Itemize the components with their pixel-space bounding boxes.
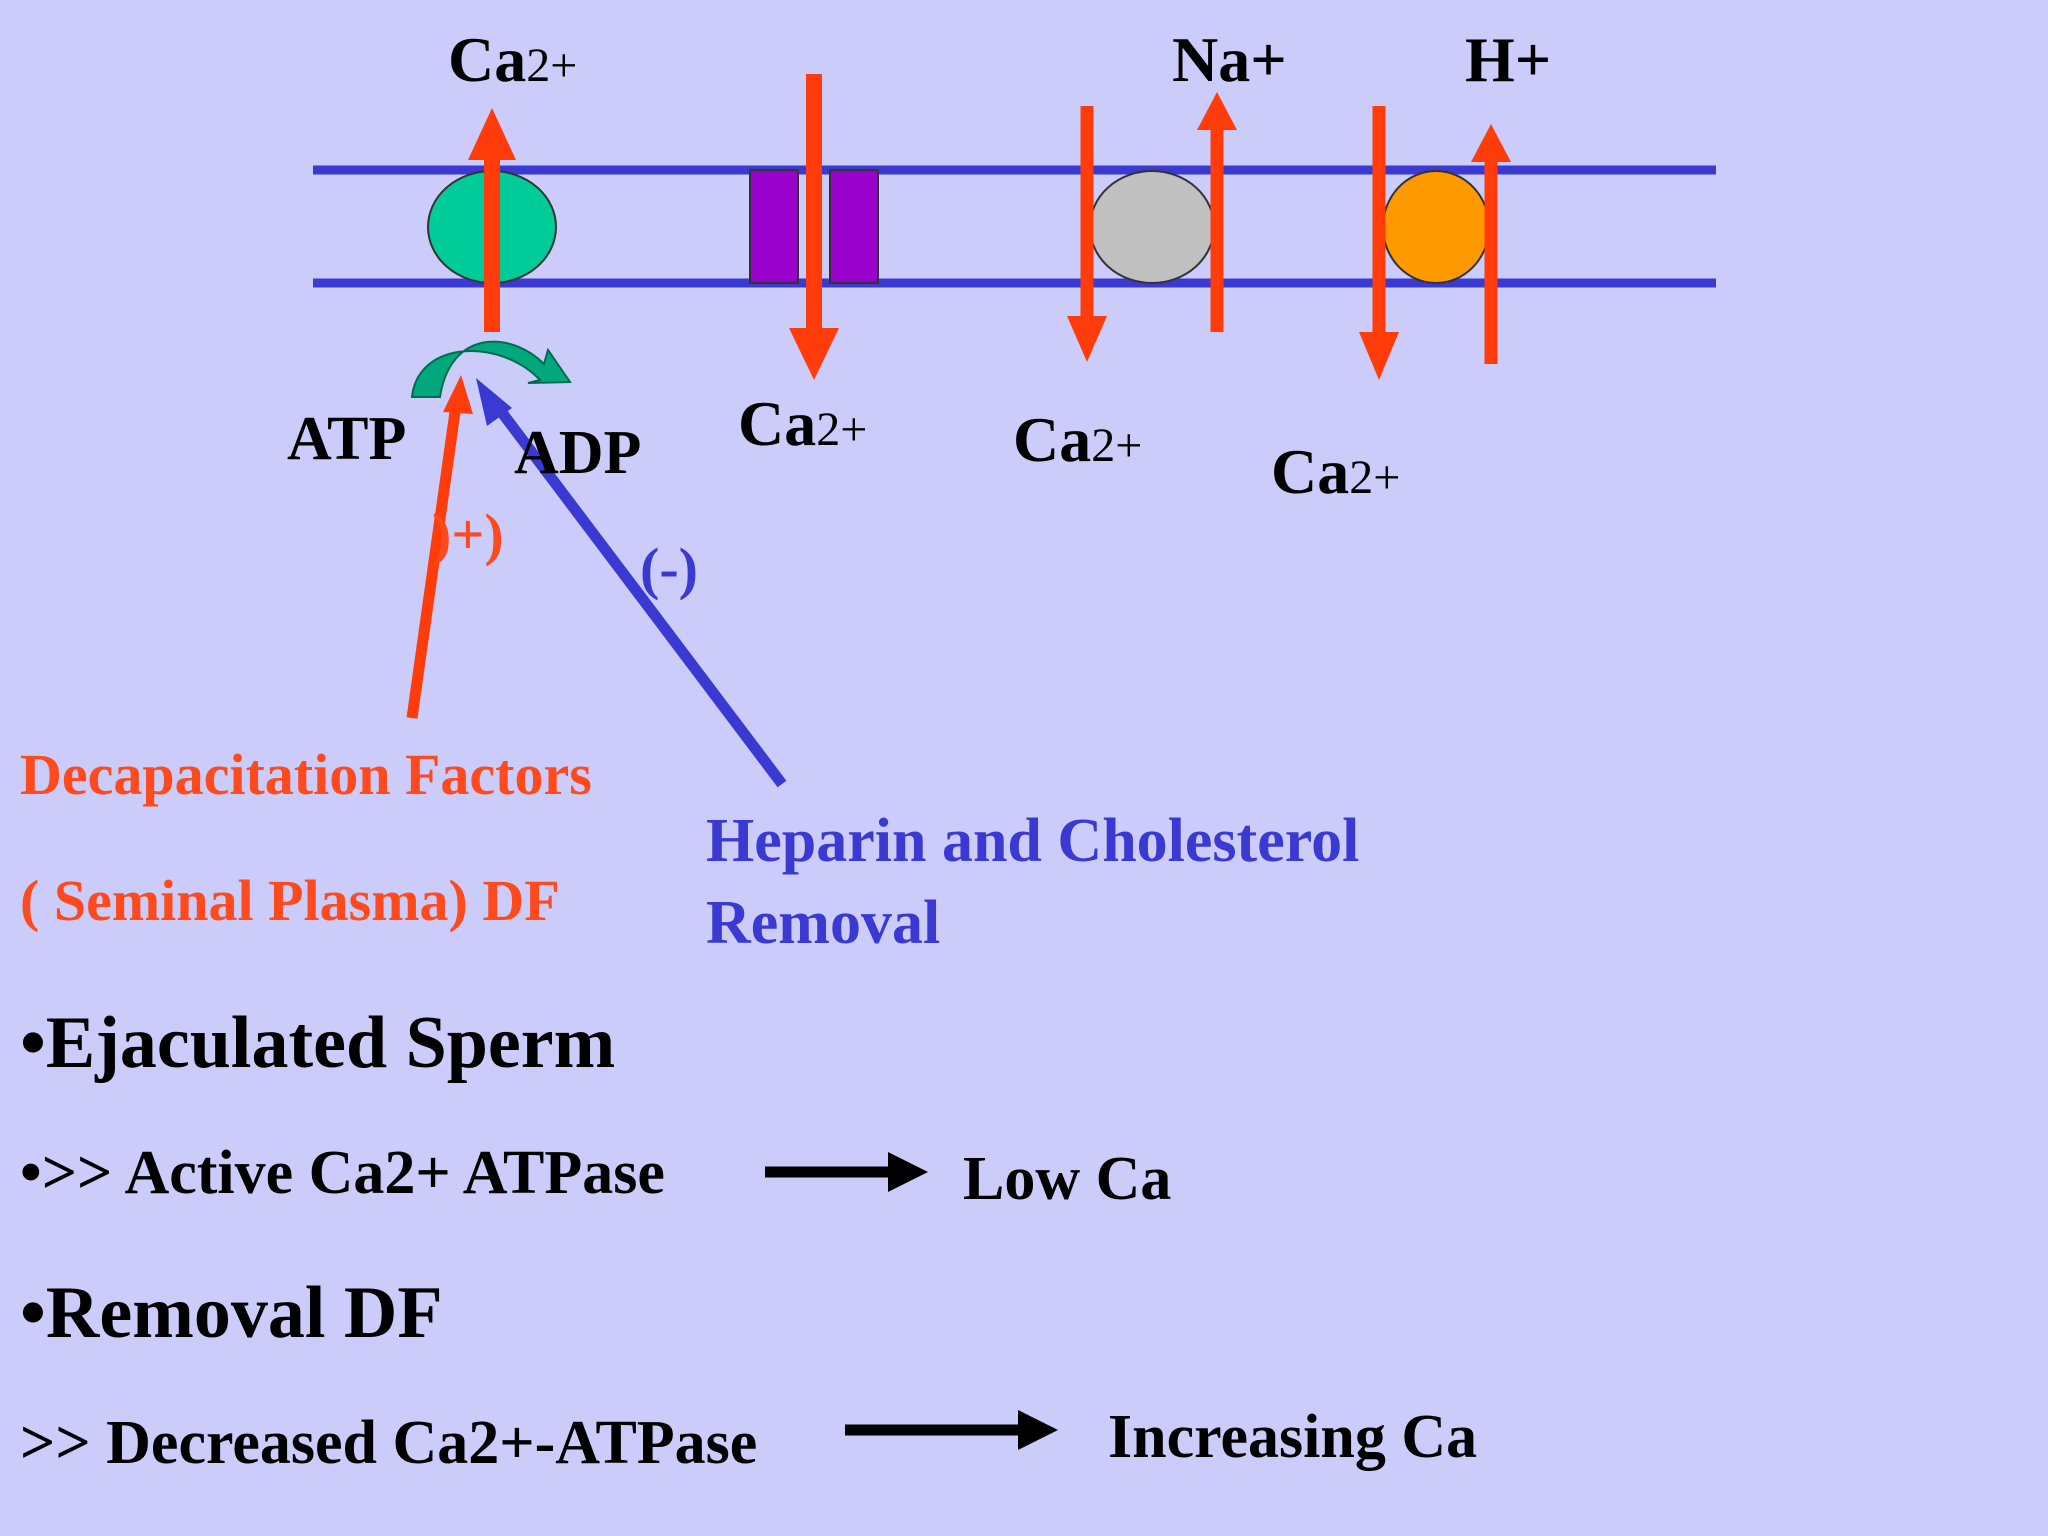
na-ca-exchanger <box>1089 170 1215 284</box>
bottom-ca-1-main: Ca <box>738 388 817 459</box>
atp-label: ATP <box>287 405 407 473</box>
h-label: H+ <box>1465 24 1552 95</box>
top-ca-main: Ca <box>448 24 527 95</box>
bottom-ca-label-h-exchanger: Ca2+ <box>1271 440 1400 504</box>
bottom-ca-3-charge: 2+ <box>1349 451 1401 504</box>
inhibition-arrow <box>495 406 787 788</box>
stimulation-arrowhead <box>443 375 473 414</box>
bottom-ca-label-na-exchanger: Ca2+ <box>1013 408 1142 472</box>
h-ca-exchanger <box>1382 170 1490 284</box>
removal-label: Removal <box>706 889 941 957</box>
decapacitation-factors-label: Decapacitation Factors <box>20 742 592 807</box>
low-ca-arrowhead <box>888 1152 928 1192</box>
bottom-ca-2-main: Ca <box>1013 404 1092 475</box>
ca-influx-arrowhead <box>789 328 839 380</box>
na-label: Na+ <box>1172 24 1287 95</box>
na-out-arrowhead <box>1197 92 1237 130</box>
h-out-arrowhead <box>1471 124 1511 162</box>
bottom-ca-1-charge: 2+ <box>816 403 868 456</box>
top-ca-label: Ca2+ <box>448 28 577 92</box>
stimulation-arrow <box>406 411 461 719</box>
decreased-atpase-statement: >> Decreased Ca2+-ATPase <box>20 1409 758 1477</box>
h-exchanger-ca-in-arrowhead <box>1359 332 1399 380</box>
bottom-ca-3-main: Ca <box>1271 436 1350 507</box>
stimulation-sign: )+) <box>432 502 504 567</box>
adp-label: ADP <box>514 419 642 487</box>
bottom-ca-label-channel: Ca2+ <box>738 392 867 456</box>
increasing-ca-arrowhead <box>1018 1410 1058 1450</box>
inhibition-arrowhead <box>476 378 512 426</box>
active-atpase-statement: •>> Active Ca2+ ATPase <box>20 1139 665 1207</box>
top-ca-charge: 2+ <box>526 39 578 92</box>
seminal-plasma-label: ( Seminal Plasma) DF <box>20 868 560 933</box>
atp-adp-conversion-arrow <box>410 340 572 398</box>
removal-df-heading: •Removal DF <box>20 1272 443 1354</box>
increasing-ca-result: Increasing Ca <box>1108 1403 1478 1471</box>
ca-efflux-arrowhead <box>468 108 516 160</box>
low-ca-result: Low Ca <box>963 1145 1172 1213</box>
heparin-cholesterol-label: Heparin and Cholesterol <box>706 807 1360 875</box>
bottom-ca-2-charge: 2+ <box>1091 419 1143 472</box>
na-exchanger-ca-in-arrowhead <box>1067 316 1107 362</box>
ejaculated-sperm-heading: •Ejaculated Sperm <box>20 1002 616 1084</box>
inhibition-sign: (-) <box>640 536 698 601</box>
ca-channel-left <box>749 169 799 284</box>
ca-channel-right <box>829 169 879 284</box>
